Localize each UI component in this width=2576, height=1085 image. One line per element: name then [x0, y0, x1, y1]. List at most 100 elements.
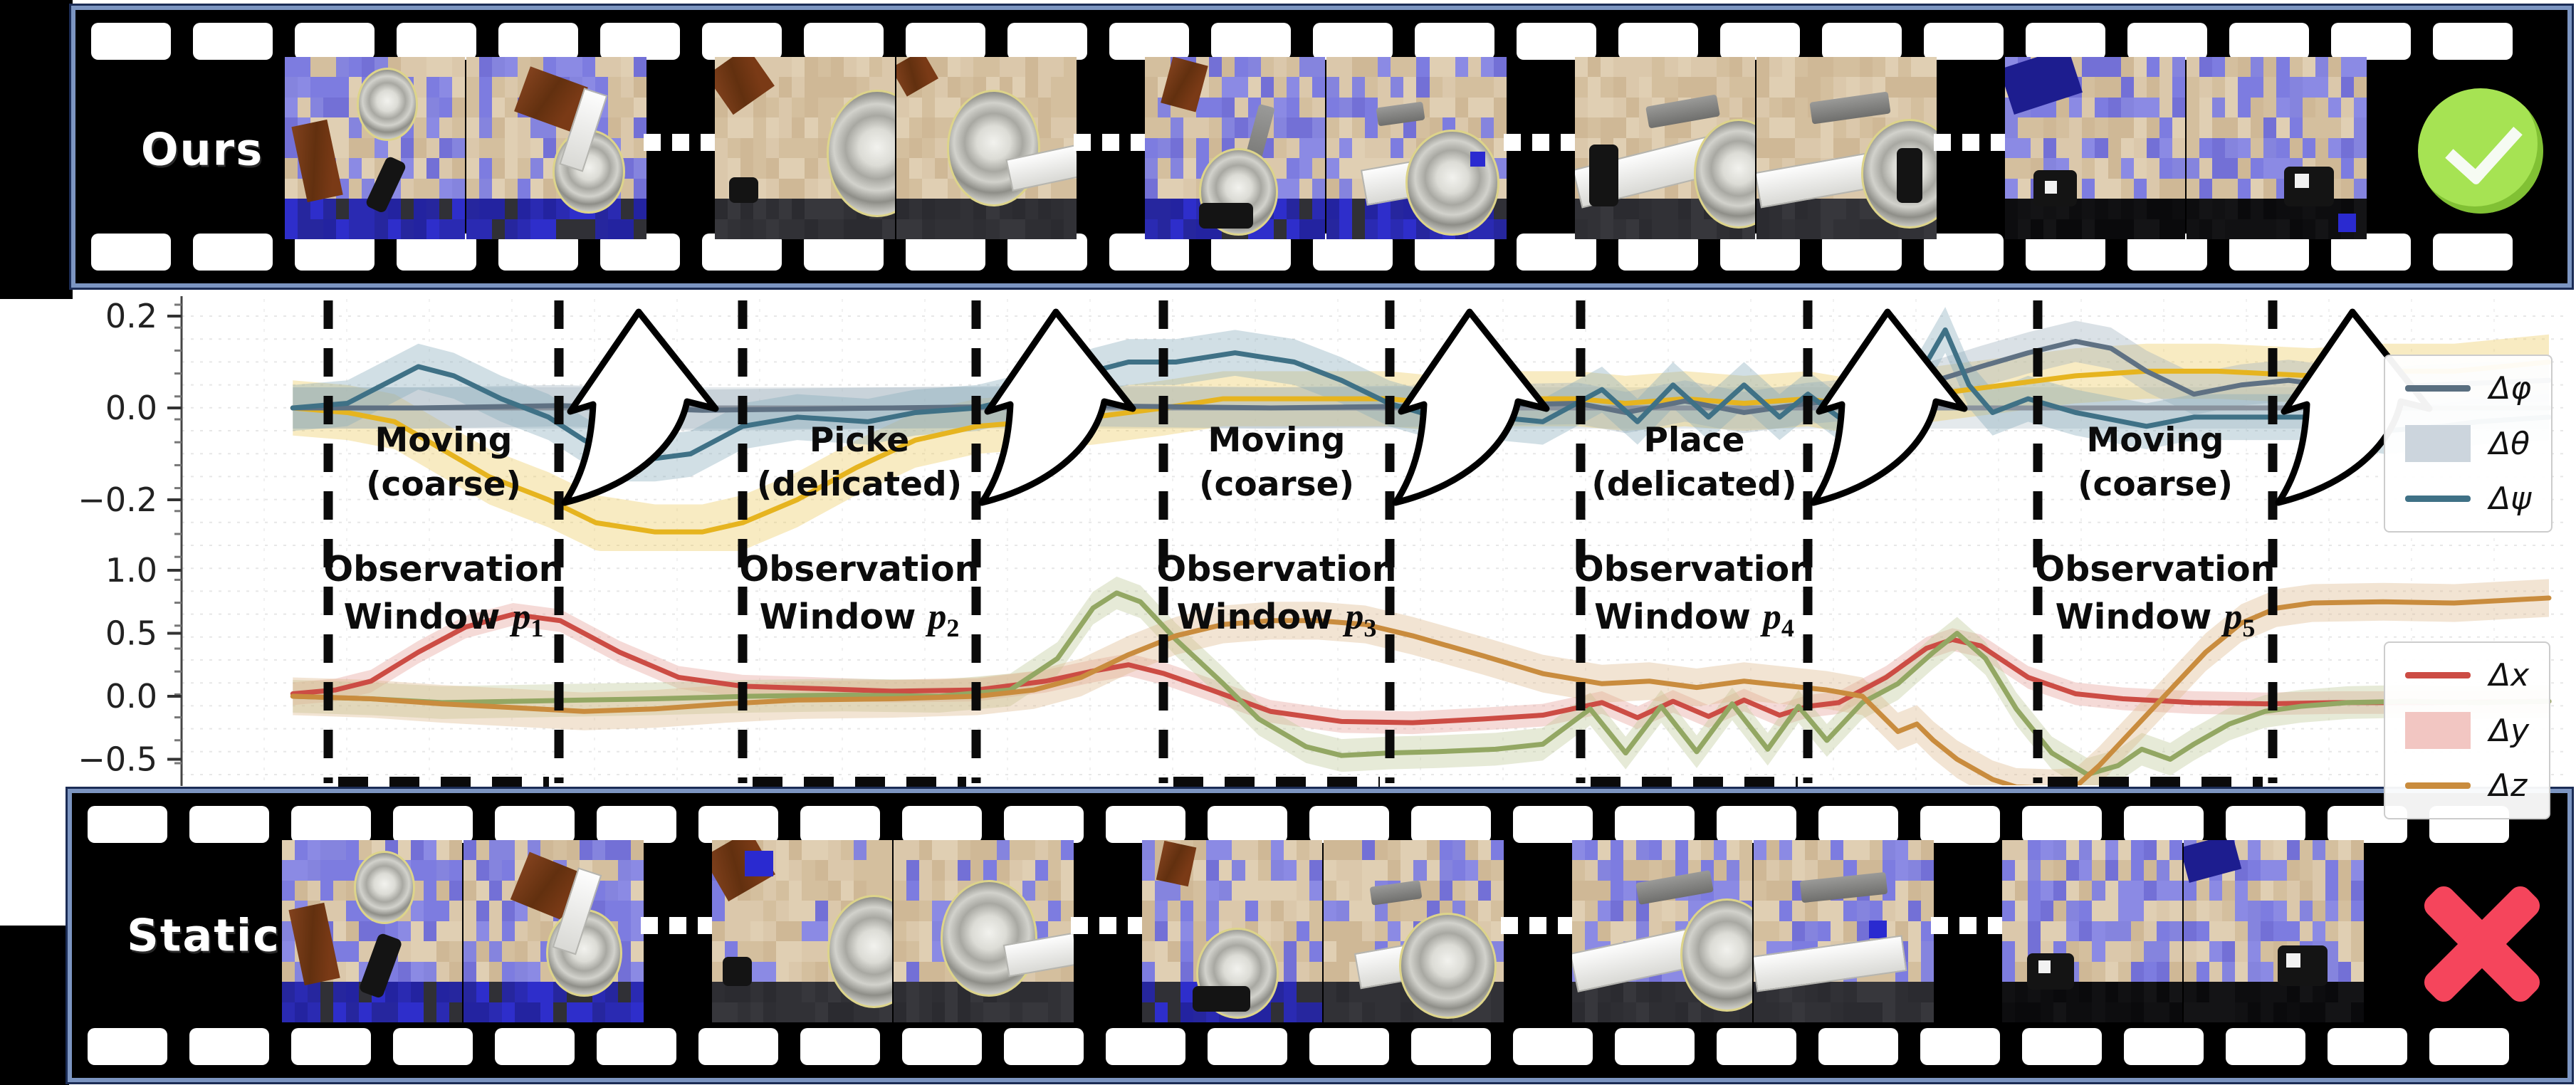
- sprocket-hole: [291, 806, 371, 843]
- sprocket-hole: [91, 234, 171, 271]
- rollout-frame: [2187, 57, 2367, 239]
- sprocket-hole: [804, 23, 884, 60]
- bottom-strip-tail: [0, 926, 69, 1085]
- sprocket-hole: [800, 1028, 880, 1065]
- legend-entry: Δθ: [2405, 425, 2531, 462]
- gripper-image: [729, 177, 758, 203]
- rollout-frame: [894, 840, 1074, 1022]
- rollout-frame: [464, 840, 644, 1022]
- sprocket-hole: [597, 806, 676, 843]
- sprocket-hole: [902, 1028, 982, 1065]
- sprocket-hole: [1818, 1028, 1898, 1065]
- legend-label: Δφ: [2489, 370, 2532, 407]
- legend-line-key: [2405, 496, 2471, 502]
- plate-image: [1405, 130, 1499, 236]
- sprocket-hole: [397, 234, 476, 271]
- rollout-frame: [712, 840, 892, 1022]
- sprocket-hole: [1411, 806, 1491, 843]
- phase-label: Moving(coarse): [366, 421, 521, 505]
- gripper-finger: [2044, 181, 2058, 194]
- phi-yellow-line: [290, 360, 2552, 535]
- rollout-frame: [1326, 57, 1507, 239]
- legend-line-key: [2405, 782, 2471, 789]
- ellipsis-separator: [1074, 134, 1148, 151]
- ellipsis-separator: [641, 917, 715, 934]
- cross-icon: [2407, 869, 2557, 1019]
- sprocket-hole: [495, 1028, 575, 1065]
- sprocket-hole: [1920, 1028, 2000, 1065]
- gripper-image: [1589, 144, 1618, 206]
- legend-line-key: [2405, 385, 2471, 392]
- sprocket-hole: [2331, 234, 2411, 271]
- sprocket-hole: [2127, 23, 2207, 60]
- sprocket-hole: [1415, 23, 1494, 60]
- legend-patch-key: [2405, 425, 2471, 462]
- gripper-finger: [2038, 960, 2051, 973]
- y-tick-label: −0.2: [78, 481, 157, 519]
- sprocket-hole: [2433, 234, 2513, 271]
- sprocket-hole: [291, 1028, 371, 1065]
- sprocket-hole: [88, 806, 167, 843]
- sprocket-hole: [2022, 806, 2102, 843]
- sprocket-hole: [1004, 806, 1084, 843]
- phase-label: Moving(coarse): [1199, 421, 1354, 505]
- sprocket-hole: [1309, 1028, 1389, 1065]
- legend-label: Δθ: [2489, 425, 2530, 462]
- rollout-frame: [1142, 840, 1322, 1022]
- trajectory-chart: 0.20.0−0.21.00.50.0−0.5: [78, 296, 2563, 787]
- sprocket-hole: [2429, 1028, 2509, 1065]
- phase-label: Picke(delicated): [756, 421, 963, 505]
- legend-label: Δx: [2489, 657, 2530, 693]
- legend-line-key: [2405, 672, 2471, 678]
- sprocket-hole: [1109, 234, 1189, 271]
- gripper-image: [1192, 985, 1250, 1012]
- rollout-frame: [1756, 57, 1937, 239]
- sprocket-hole: [1411, 1028, 1491, 1065]
- y-tick-label: −0.5: [78, 740, 157, 779]
- sprocket-hole: [1211, 23, 1291, 60]
- segment-patch: [744, 851, 773, 877]
- sprocket-hole: [1818, 806, 1898, 843]
- rollout-frame: [1754, 840, 1934, 1022]
- legend-entry: Δx: [2405, 657, 2529, 693]
- sprocket-hole: [1513, 806, 1593, 843]
- gripper-image: [2277, 945, 2328, 986]
- sprocket-hole: [1618, 234, 1698, 271]
- sprocket-hole: [2229, 23, 2309, 60]
- phi-slate-line-band: [293, 320, 2550, 434]
- sprocket-hole: [1618, 23, 1698, 60]
- z-orange-line: [290, 595, 2552, 785]
- sprocket-hole: [1415, 234, 1494, 271]
- sprocket-hole: [1007, 234, 1087, 271]
- rollout-frame: [285, 57, 465, 239]
- sprocket-hole: [2127, 234, 2207, 271]
- sprocket-hole: [1007, 23, 1087, 60]
- sprocket-hole: [1313, 23, 1393, 60]
- sprocket-hole: [902, 806, 982, 843]
- rollout-frame: [2005, 57, 2185, 239]
- ellipsis-separator: [644, 134, 718, 151]
- sprocket-hole: [397, 23, 476, 60]
- sprocket-hole: [1106, 806, 1185, 843]
- film-strip-ours: Ours: [71, 6, 2572, 288]
- ellipsis-separator: [1931, 917, 2005, 934]
- sprocket-hole: [2229, 234, 2309, 271]
- sprocket-hole: [1004, 1028, 1084, 1065]
- sprocket-hole: [906, 23, 985, 60]
- ellipsis-separator: [1071, 917, 1145, 934]
- sprocket-hole: [1106, 1028, 1185, 1065]
- sprocket-hole: [193, 23, 273, 60]
- gripper-image: [1897, 148, 1922, 203]
- sprocket-hole: [2328, 1028, 2407, 1065]
- ellipsis-separator: [1501, 917, 1575, 934]
- legend-label: Δz: [2489, 767, 2528, 804]
- sprocket-hole: [1615, 806, 1695, 843]
- y-tick-label: 0.5: [105, 614, 157, 653]
- sprocket-hole: [1513, 1028, 1593, 1065]
- sprocket-hole: [1109, 23, 1189, 60]
